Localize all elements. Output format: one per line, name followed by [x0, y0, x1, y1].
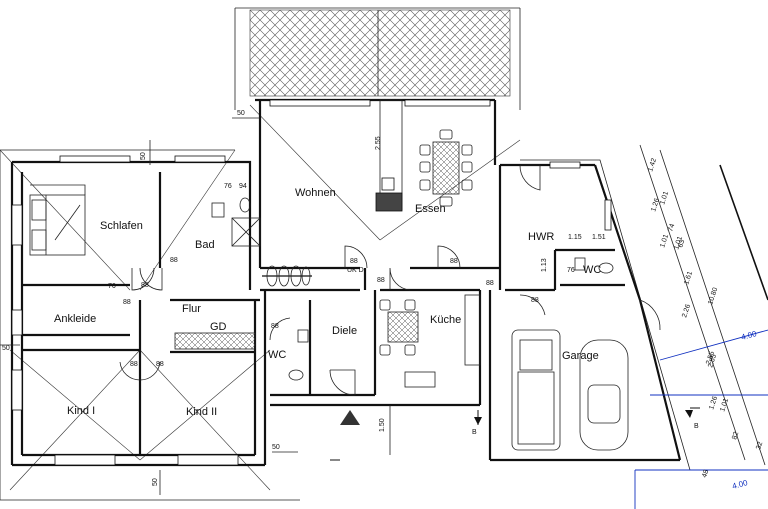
chain-outer-3: 1.01	[673, 235, 684, 250]
room-flur: Flur	[182, 303, 201, 315]
bath-fixtures	[211, 197, 261, 247]
section-b-left: B	[472, 429, 477, 436]
dim-151: 1.51	[592, 234, 606, 241]
fireplace	[375, 99, 403, 212]
truck	[511, 329, 561, 451]
dim-255: 2.55	[375, 136, 382, 150]
room-hwr: HWR	[528, 231, 554, 243]
right-chain-labels: 1.42 1.01 74 1.01 1.61 2.55 1.01 82 1.26…	[647, 157, 740, 440]
bed	[29, 184, 86, 256]
chain-inner-1: 1.01	[659, 233, 670, 248]
room-wc-hwr: WC	[583, 264, 601, 276]
room-wohnen: Wohnen	[295, 187, 336, 199]
room-bad: Bad	[195, 239, 215, 251]
room-ankleide: Ankleide	[54, 313, 96, 325]
dim-88-e: 88	[156, 361, 164, 368]
wood-rack	[262, 265, 312, 287]
dim-113: 1.13	[541, 258, 548, 272]
dim-50-left: 50	[140, 152, 147, 160]
roof-outline	[0, 104, 691, 501]
room-wc-main: WC	[268, 349, 286, 361]
blue-dim-bottom-small: 48	[701, 469, 710, 479]
wc-fixtures	[288, 257, 614, 381]
section-b-right: B	[694, 423, 699, 430]
dim-76-hwr: 76	[567, 267, 575, 274]
dim-76-flur: 76	[108, 283, 116, 290]
blue-dim-upper: 4.00	[740, 329, 758, 342]
dim-115: 1.15	[568, 234, 582, 241]
wardrobe	[174, 332, 256, 350]
blue-dim-bottom-right: 32	[755, 441, 764, 451]
dim-50-bottom: 50	[152, 478, 159, 486]
room-kind2: Kind II	[186, 406, 217, 418]
chain-inner-2: 63	[677, 239, 686, 249]
dim-88-c: 88	[123, 299, 131, 306]
room-diele: Diele	[332, 325, 357, 337]
chain-outer-2: 74	[667, 223, 676, 233]
dim-88-b: 88	[170, 257, 178, 264]
dim-88-f: 88	[350, 258, 358, 265]
entry-arrow	[330, 410, 360, 461]
blue-dim-lower: 4.00	[731, 478, 749, 491]
chain-outer-6: 1.01	[719, 397, 730, 412]
room-kueche: Küche	[430, 314, 461, 326]
dim-50-entry: 50	[272, 444, 280, 451]
dim-150: 1.50	[379, 418, 386, 432]
chain-inner-3: 2.26	[681, 303, 692, 318]
room-kind1: Kind I	[67, 405, 95, 417]
dim-76-bath: 76	[224, 183, 232, 190]
chain-inner-4: 1.26	[708, 395, 719, 410]
dim-88-i: 88	[450, 258, 458, 265]
right-dimension-lines	[639, 144, 768, 466]
label-uk-d: UK D.	[347, 267, 366, 274]
doors	[119, 164, 661, 396]
dim-50-top: 50	[237, 110, 245, 117]
room-garage: Garage	[562, 350, 599, 362]
windows	[11, 99, 612, 466]
chain-outer-0: 1.42	[647, 157, 658, 172]
dining-table	[419, 129, 473, 207]
chain-outer-5: 2.55	[705, 350, 716, 365]
section-markers	[474, 407, 700, 425]
dim-50-side: 50	[2, 345, 10, 352]
terrace	[234, 7, 521, 110]
dim-88-a: 88	[141, 282, 149, 289]
dimension-lines	[0, 117, 391, 495]
dim-88-k: 88	[531, 297, 539, 304]
chain-inner-0: 1.26	[650, 197, 661, 212]
kitchen-fixtures	[379, 294, 481, 388]
car	[579, 339, 629, 451]
room-gd: GD	[210, 321, 227, 333]
dim-88-j: 88	[486, 280, 494, 287]
chain-outer-7: 82	[731, 431, 740, 441]
chain-outer-1: 1.01	[659, 190, 670, 205]
chain-total: 10.80	[707, 287, 719, 306]
room-essen: Essen	[415, 203, 446, 215]
dim-88-d: 88	[130, 361, 138, 368]
room-schlafen: Schlafen	[100, 220, 143, 232]
blue-dim-mid: 2.55	[707, 353, 718, 368]
dim-94: 94	[239, 183, 247, 190]
dim-88-g: 88	[271, 323, 279, 330]
dim-88-h: 88	[377, 277, 385, 284]
chain-outer-4: 1.61	[683, 270, 694, 285]
blue-dimension-lines	[634, 329, 768, 509]
